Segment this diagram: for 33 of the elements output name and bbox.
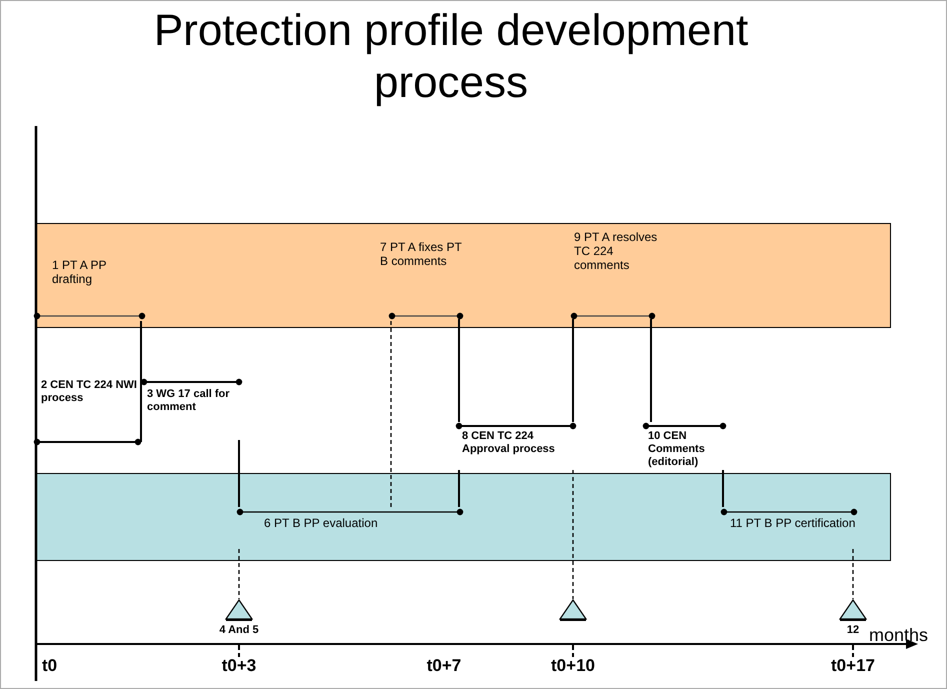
milestone-label: 12 xyxy=(846,623,860,637)
tick-label: t0+10 xyxy=(551,656,595,676)
activity-label: 2 CEN TC 224 NWI process xyxy=(41,379,137,405)
axis-label: months xyxy=(869,625,928,646)
activity-label: 3 WG 17 call for comment xyxy=(147,388,231,414)
connector-line xyxy=(572,319,574,422)
tick-label: t0+17 xyxy=(831,656,875,676)
milestone-triangle xyxy=(558,599,588,623)
activity-label: 6 PT B PP evaluation xyxy=(264,516,379,530)
connector-line xyxy=(650,319,652,422)
activity-label: 10 CEN Comments (editorial) xyxy=(648,430,706,469)
connector-line xyxy=(722,470,724,507)
activity-label: 7 PT A fixes PT B comments xyxy=(380,240,463,268)
connector-line xyxy=(852,549,854,599)
swimlane-band xyxy=(36,223,891,328)
connector-line xyxy=(238,549,240,599)
swimlane-band xyxy=(36,473,891,561)
connector-line xyxy=(238,440,240,507)
connector-line xyxy=(458,470,460,507)
title: Protection profile development process xyxy=(152,5,750,109)
milestone-label: 4 And 5 xyxy=(218,623,260,637)
connector-line xyxy=(140,378,142,442)
tick-label: t0+3 xyxy=(222,656,256,676)
tick-label: t0+7 xyxy=(426,656,462,676)
activity-label: 9 PT A resolves TC 224 comments xyxy=(574,230,658,272)
connector-line xyxy=(458,319,460,422)
tick-label: t0 xyxy=(42,656,58,676)
activity-label: 11 PT B PP certification xyxy=(730,516,856,530)
activity-label: 8 CEN TC 224 Approval process xyxy=(462,430,556,456)
connector-line xyxy=(572,470,574,599)
activity-label: 1 PT A PP drafting xyxy=(52,258,108,286)
connector-line xyxy=(390,319,392,507)
connector-line xyxy=(140,321,142,378)
